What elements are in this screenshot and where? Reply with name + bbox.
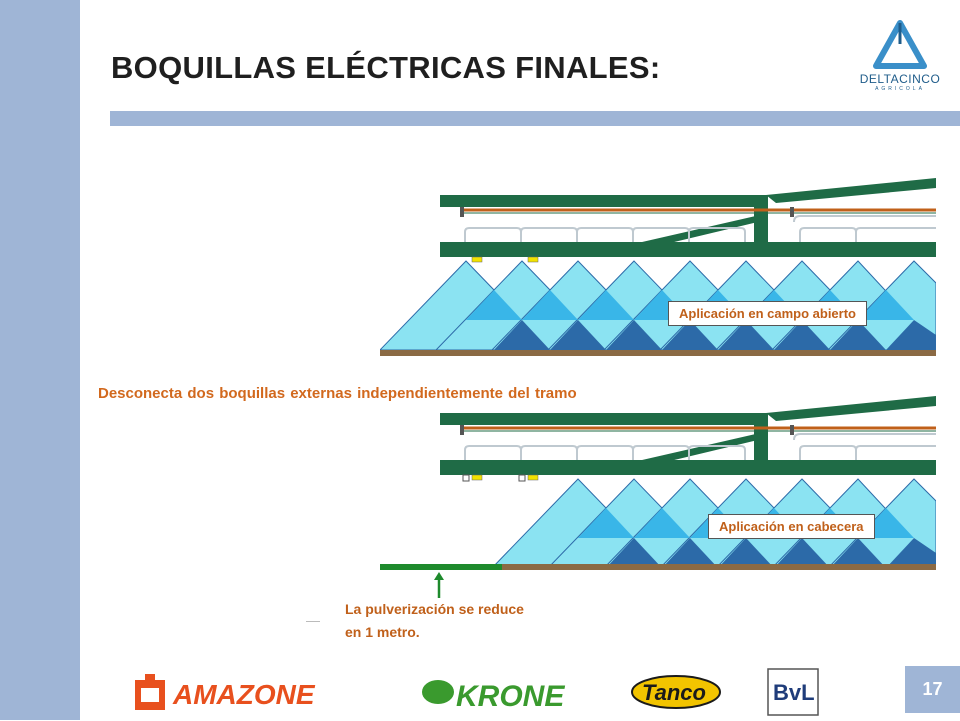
diagram-headland: Aplicación en cabecera <box>380 393 937 578</box>
reduction-note: La pulverización se reduce en 1 metro. <box>345 601 524 640</box>
amazone-emblem-icon: AMAZONE <box>135 674 316 710</box>
amazone-logo: AMAZONE <box>133 668 383 716</box>
page-number: 17 <box>905 666 960 713</box>
bvl-emblem-icon: BvL <box>767 668 819 716</box>
bvl-logo: BvL <box>767 668 819 716</box>
slide-title: BOQUILLAS ELÉCTRICAS FINALES: <box>111 50 661 85</box>
tanco-logo: Tanco <box>630 668 725 716</box>
sprayer-diagram-headland <box>380 396 937 570</box>
tanco-emblem-icon: Tanco <box>631 675 721 709</box>
label-headland: Aplicación en cabecera <box>708 514 875 539</box>
title-underline-bar <box>110 111 960 126</box>
amazone-wordmark: AMAZONE <box>172 679 316 710</box>
deltacinco-logo: DELTACINCO AGRICOLA <box>855 20 945 95</box>
left-sidebar-bar <box>0 0 80 720</box>
triangle-logo-icon <box>873 20 927 69</box>
logo-name: DELTACINCO <box>859 72 941 86</box>
sprayer-diagram-open-field <box>378 178 937 356</box>
label-open-field: Aplicación en campo abierto <box>668 301 867 326</box>
divider-mark <box>306 621 320 622</box>
up-arrow-icon <box>434 572 444 598</box>
diagram-open-field: Aplicación en campo abierto <box>378 175 937 365</box>
krone-wordmark: KRONE <box>456 680 565 713</box>
krone-logo: KRONE <box>418 668 588 716</box>
middle-description: Desconecta dos boquillas externas indepe… <box>98 385 577 402</box>
logo-subtitle: AGRICOLA <box>875 86 925 92</box>
bvl-wordmark: BvL <box>773 680 815 705</box>
tanco-wordmark: Tanco <box>642 680 706 705</box>
krone-emblem-icon: KRONE <box>422 680 565 713</box>
